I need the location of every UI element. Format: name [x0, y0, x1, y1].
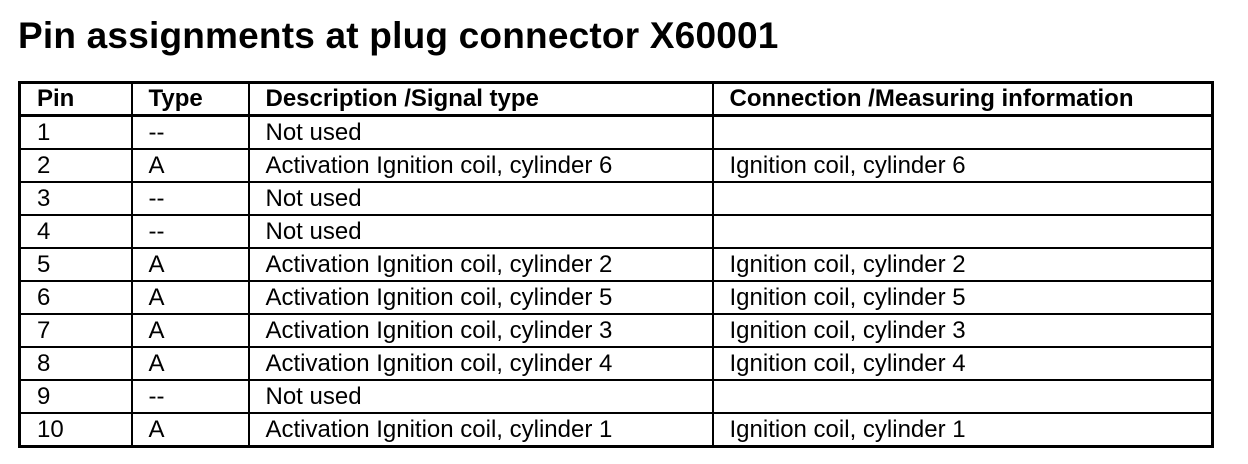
cell-description: Not used [247, 114, 714, 150]
table-row: 3 -- Not used [18, 181, 1214, 216]
cell-pin: 4 [18, 214, 133, 249]
table-row: 2 A Activation Ignition coil, cylinder 6… [18, 148, 1214, 183]
table-row: 6 A Activation Ignition coil, cylinder 5… [18, 280, 1214, 315]
cell-connection: Ignition coil, cylinder 4 [711, 346, 1214, 381]
cell-type: A [130, 346, 250, 381]
cell-pin: 10 [18, 412, 133, 448]
cell-description: Not used [247, 181, 714, 216]
cell-connection: Ignition coil, cylinder 2 [711, 247, 1214, 282]
cell-connection [711, 114, 1214, 150]
cell-connection: Ignition coil, cylinder 3 [711, 313, 1214, 348]
cell-type: A [130, 247, 250, 282]
cell-description: Activation Ignition coil, cylinder 5 [247, 280, 714, 315]
table-row: 1 -- Not used [18, 114, 1214, 150]
pin-assignment-table: Pin Type Description /Signal type Connec… [18, 81, 1214, 448]
table-row: 5 A Activation Ignition coil, cylinder 2… [18, 247, 1214, 282]
cell-pin: 3 [18, 181, 133, 216]
table-row: 8 A Activation Ignition coil, cylinder 4… [18, 346, 1214, 381]
cell-type: A [130, 313, 250, 348]
table-header-row: Pin Type Description /Signal type Connec… [18, 81, 1214, 117]
cell-description: Activation Ignition coil, cylinder 6 [247, 148, 714, 183]
cell-connection [711, 181, 1214, 216]
cell-pin: 7 [18, 313, 133, 348]
table-row: 4 -- Not used [18, 214, 1214, 249]
cell-pin: 9 [18, 379, 133, 414]
cell-description: Activation Ignition coil, cylinder 1 [247, 412, 714, 448]
cell-pin: 2 [18, 148, 133, 183]
header-description: Description /Signal type [247, 81, 714, 117]
table-row: 9 -- Not used [18, 379, 1214, 414]
cell-type: -- [130, 379, 250, 414]
cell-type: -- [130, 214, 250, 249]
header-pin: Pin [18, 81, 133, 117]
cell-pin: 5 [18, 247, 133, 282]
cell-type: -- [130, 181, 250, 216]
header-connection: Connection /Measuring information [711, 81, 1214, 117]
cell-connection: Ignition coil, cylinder 1 [711, 412, 1214, 448]
table-row: 10 A Activation Ignition coil, cylinder … [18, 412, 1214, 448]
cell-description: Not used [247, 379, 714, 414]
cell-description: Activation Ignition coil, cylinder 3 [247, 313, 714, 348]
cell-connection: Ignition coil, cylinder 5 [711, 280, 1214, 315]
cell-description: Not used [247, 214, 714, 249]
cell-type: A [130, 412, 250, 448]
cell-description: Activation Ignition coil, cylinder 4 [247, 346, 714, 381]
cell-type: A [130, 280, 250, 315]
cell-description: Activation Ignition coil, cylinder 2 [247, 247, 714, 282]
cell-pin: 8 [18, 346, 133, 381]
cell-pin: 1 [18, 114, 133, 150]
cell-connection [711, 214, 1214, 249]
cell-pin: 6 [18, 280, 133, 315]
table-row: 7 A Activation Ignition coil, cylinder 3… [18, 313, 1214, 348]
cell-type: A [130, 148, 250, 183]
page-title: Pin assignments at plug connector X60001 [18, 15, 779, 56]
cell-connection [711, 379, 1214, 414]
cell-connection: Ignition coil, cylinder 6 [711, 148, 1214, 183]
header-type: Type [130, 81, 250, 117]
cell-type: -- [130, 114, 250, 150]
